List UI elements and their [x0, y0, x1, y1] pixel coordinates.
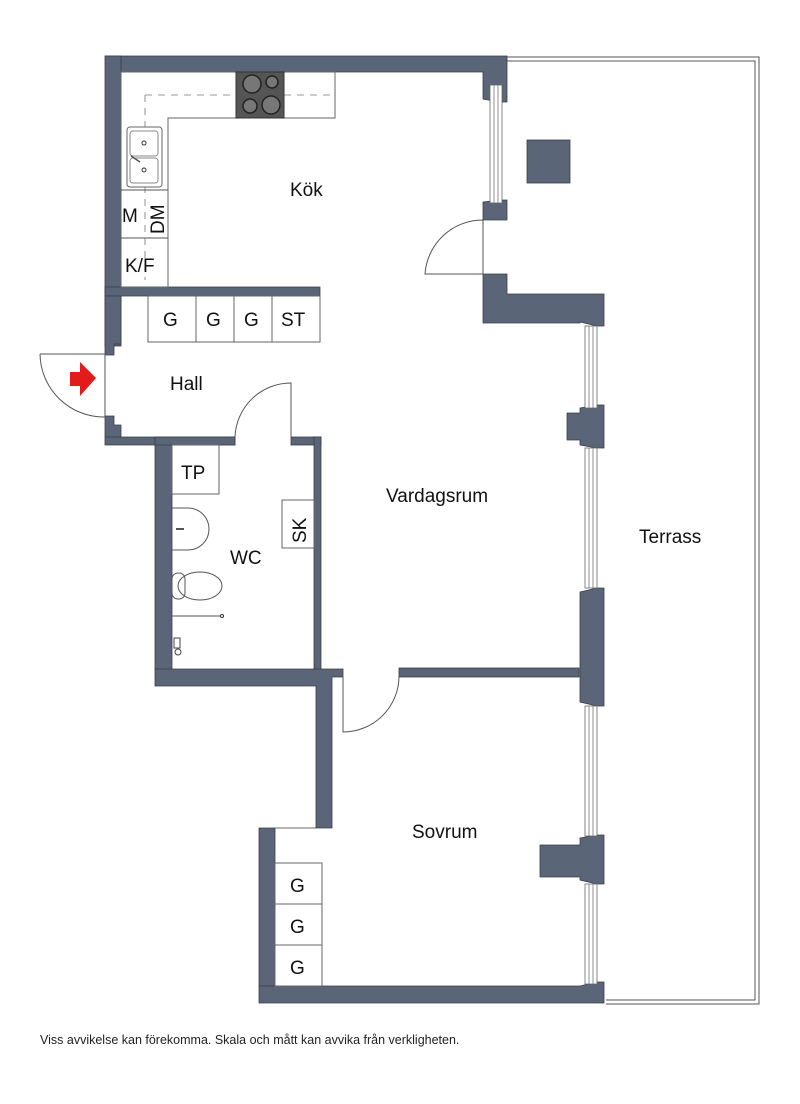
window-bedroom-2 — [584, 883, 598, 985]
entrance-door-swing — [39, 353, 106, 418]
room-label-kitchen: Kök — [290, 180, 323, 201]
terrace-door-swing — [424, 219, 484, 275]
disclaimer-text: Viss avvikelse kan förekomma. Skala och … — [40, 1033, 460, 1047]
hall-wardrobe-3: G — [244, 310, 259, 331]
room-label-hall: Hall — [170, 374, 203, 395]
room-label-bedroom: Sovrum — [412, 822, 477, 843]
microwave-label: M — [122, 206, 138, 227]
window-bedroom-1 — [584, 705, 598, 837]
entrance-arrow-icon — [70, 362, 96, 396]
hall-storage-label: ST — [281, 310, 306, 331]
hall-wardrobe-2: G — [206, 310, 221, 331]
room-label-terrace: Terrass — [639, 527, 701, 548]
bedroom-wardrobe-3: G — [290, 958, 305, 979]
sink-icon — [126, 126, 163, 188]
hall-wardrobes — [147, 295, 321, 343]
window-living-2 — [584, 447, 598, 589]
dishwasher-label: DM — [148, 204, 169, 234]
windows — [489, 84, 598, 985]
room-label-living: Vardagsrum — [386, 486, 488, 507]
doors — [39, 219, 484, 733]
toilet-icon — [171, 571, 223, 601]
walls — [104, 55, 605, 1004]
kitchen-counter — [120, 71, 336, 288]
wc-door-swing — [234, 382, 292, 438]
window-kitchen — [489, 84, 503, 204]
dryer-cabinet — [171, 444, 220, 495]
fridge-freezer-label: K/F — [125, 256, 155, 277]
cleaning-cabinet-label: SK — [290, 517, 311, 543]
bedroom-wardrobe-2: G — [290, 917, 305, 938]
window-living-1 — [584, 325, 598, 409]
cleaning-cabinet — [281, 499, 315, 549]
bedroom-door-swing — [342, 676, 400, 733]
bedroom-wardrobe-1: G — [290, 876, 305, 897]
hall-wardrobe-1: G — [163, 310, 178, 331]
bedroom-wardrobes — [274, 862, 323, 987]
stove-icon — [235, 71, 285, 119]
floor-drain-icon — [173, 637, 182, 656]
washbasin-icon — [172, 507, 210, 551]
room-label-wc: WC — [230, 548, 262, 569]
terrace-outline — [507, 56, 760, 1005]
dryer-cabinet-label: TP — [181, 463, 205, 484]
